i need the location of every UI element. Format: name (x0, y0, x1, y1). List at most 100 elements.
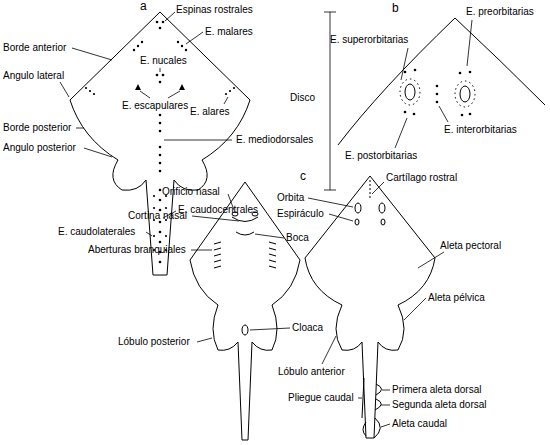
spine-dot (141, 41, 143, 43)
spine-dot (156, 74, 159, 77)
part-label: Cloaca (292, 322, 323, 334)
caudal-fold (362, 378, 364, 418)
outlines (70, 12, 545, 440)
spine-dot (459, 72, 462, 75)
part-label: Lóbulo posterior (118, 336, 190, 348)
part-label: Aleta pectoral (440, 240, 501, 252)
spine-dot (229, 90, 231, 92)
spine-dot (469, 113, 472, 116)
orbit (379, 203, 385, 213)
spine-dot (165, 235, 167, 237)
leader-line (382, 390, 390, 391)
spine-dot (159, 81, 162, 84)
spine-dot (233, 87, 235, 89)
part-label: Aleta caudal (392, 418, 447, 430)
spine-dot (159, 146, 162, 149)
leader-line (439, 106, 448, 122)
eye (460, 86, 470, 102)
spine-dot (159, 221, 162, 224)
leader-line (308, 198, 353, 207)
spine-dot (404, 71, 407, 74)
part-label: Borde posterior (3, 122, 71, 134)
spine-label: E. alares (190, 106, 229, 118)
spine-label: E. caudolaterales (58, 226, 135, 238)
spine-dot (461, 114, 464, 117)
leader-line (165, 12, 175, 21)
part-label: Borde anterior (3, 42, 66, 54)
spine-dot (165, 207, 167, 209)
spine-dot (159, 189, 162, 192)
leader-line (84, 148, 112, 157)
spine-label: E. interorbitarias (444, 124, 517, 136)
leader-line (224, 97, 228, 104)
spine-dot (159, 170, 162, 173)
part-label: Aleta pélvica (428, 292, 485, 304)
spine-dot (436, 93, 439, 96)
dorsal-fin (375, 399, 381, 410)
leader-line (358, 398, 362, 399)
part-label: Primera aleta dorsal (392, 384, 481, 396)
cloaca (242, 325, 248, 335)
spine-dot (85, 87, 87, 89)
superorbital-ring (400, 79, 420, 105)
spine-dot (469, 71, 472, 74)
spine-dot (133, 49, 135, 51)
spine-dot (153, 195, 155, 197)
orbit (355, 203, 361, 213)
spine-dot (181, 45, 183, 47)
spines (85, 21, 471, 264)
leader-line (381, 405, 390, 406)
mouth (236, 232, 254, 235)
part-label: Angulo lateral (3, 70, 64, 82)
spine-label: E. postorbitarias (345, 150, 417, 162)
leader-line (140, 91, 180, 98)
part-label: Lóbulo anterior (278, 366, 345, 378)
spine-dot (153, 207, 155, 209)
leader-line (418, 252, 444, 268)
spine-label: E. escapulares (122, 100, 188, 112)
spiracle (381, 219, 385, 225)
panel-letter: b (392, 2, 399, 14)
leader-line (395, 118, 407, 148)
dimension-label: Disco (290, 92, 315, 104)
spine-dot (89, 90, 91, 92)
part-label: Cartílago rostral (386, 172, 457, 184)
leader-line (191, 250, 212, 251)
spine-dot (159, 154, 162, 157)
part-label: Aberturas branquiales (88, 244, 186, 256)
part-label: Espiráculo (277, 208, 324, 220)
leader-line (250, 328, 290, 330)
leader-line (192, 216, 239, 221)
leader-line (467, 20, 472, 66)
spine-dot (159, 261, 162, 264)
spine-dot (159, 130, 162, 133)
dorsal-fin (376, 384, 382, 395)
panel-letter: c (300, 170, 306, 182)
leader-line (164, 140, 232, 141)
spine-dot (413, 113, 416, 116)
spine-dot (156, 21, 159, 24)
spine-dot (436, 85, 439, 88)
spine-dot (93, 93, 95, 95)
spiracle (355, 219, 359, 225)
spine-dot (159, 199, 162, 202)
leader-line (401, 48, 408, 80)
spine-label: E. nucales (140, 55, 187, 67)
leader-line (160, 68, 161, 72)
leader-lines (60, 12, 472, 427)
spine-dot (159, 114, 162, 117)
caudal-fin (363, 418, 380, 438)
part-label: Orificio nasal (162, 186, 220, 198)
part-label: Cortina nasal (128, 210, 187, 222)
spine-dot (177, 41, 179, 43)
leader-line (381, 424, 390, 427)
spine-dot (225, 93, 227, 95)
leader-line (255, 234, 284, 238)
spine-label: E. superorbitarias (330, 34, 408, 46)
part-label: Segunda aleta dorsal (392, 399, 487, 411)
eye (405, 84, 415, 100)
spine-dot (414, 69, 417, 72)
part-label: Angulo posterior (3, 142, 76, 154)
